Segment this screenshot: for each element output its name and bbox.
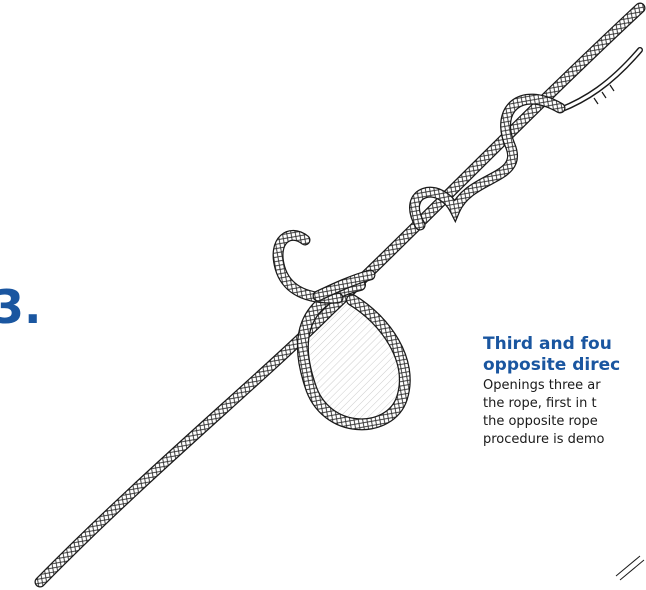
body-line: Openings three ar [483, 377, 646, 395]
body-text: Openings three ar the rope, first in t t… [483, 377, 646, 449]
heading-line-1: Third and fou [483, 334, 646, 355]
body-line: procedure is demo [483, 431, 646, 449]
body-line: the opposite rope [483, 413, 646, 431]
instruction-text-block: Third and fou opposite direc Openings th… [483, 334, 646, 449]
step-number: 3. [0, 284, 41, 330]
heading-line-2: opposite direc [483, 355, 646, 376]
body-line: the rope, first in t [483, 395, 646, 413]
